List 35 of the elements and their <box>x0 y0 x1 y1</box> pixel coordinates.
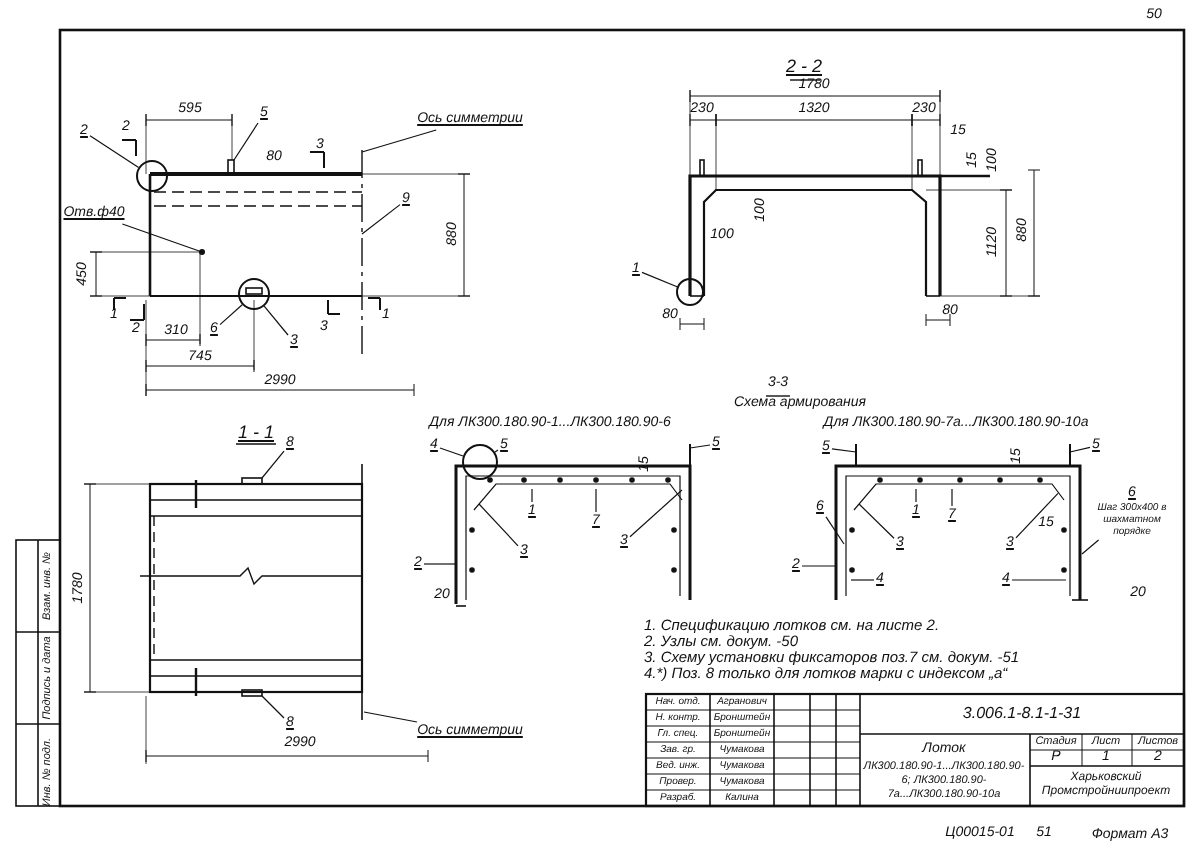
leader-line <box>363 711 418 723</box>
leader-line <box>831 448 857 453</box>
leader-line <box>825 516 845 545</box>
leader-line <box>1081 539 1100 555</box>
leader-line <box>531 488 533 503</box>
leader-line <box>629 489 683 538</box>
leader-line <box>361 129 437 153</box>
leader-line <box>233 122 259 161</box>
leader-line <box>121 223 205 255</box>
leader-line <box>219 304 243 326</box>
leader-line <box>1069 446 1091 453</box>
detail-circle <box>676 278 704 306</box>
leader-line <box>1011 579 1067 581</box>
leader-line <box>801 565 837 567</box>
leader-line <box>850 579 875 581</box>
leader-line <box>494 449 499 453</box>
leader-line <box>439 447 464 457</box>
section-title: 2 - 2 <box>786 58 822 74</box>
leader-line <box>595 488 597 513</box>
section-title: 1 - 1 <box>238 424 274 440</box>
leader-line <box>423 563 457 565</box>
leader-line <box>361 204 401 235</box>
document-code: 3.006.1-8.1-1-31 <box>962 706 1082 722</box>
leader-line <box>478 503 519 547</box>
leader-line <box>1015 492 1059 539</box>
leader-line <box>641 271 678 288</box>
leader-line <box>915 488 917 503</box>
leader-line <box>951 488 953 507</box>
leader-line <box>89 135 140 168</box>
reinforcement-drawing <box>834 443 1089 601</box>
leader-line <box>261 450 285 479</box>
leader-line <box>263 305 289 336</box>
leader-line <box>261 695 285 719</box>
leader-line <box>858 503 895 539</box>
leader-line <box>689 444 711 449</box>
